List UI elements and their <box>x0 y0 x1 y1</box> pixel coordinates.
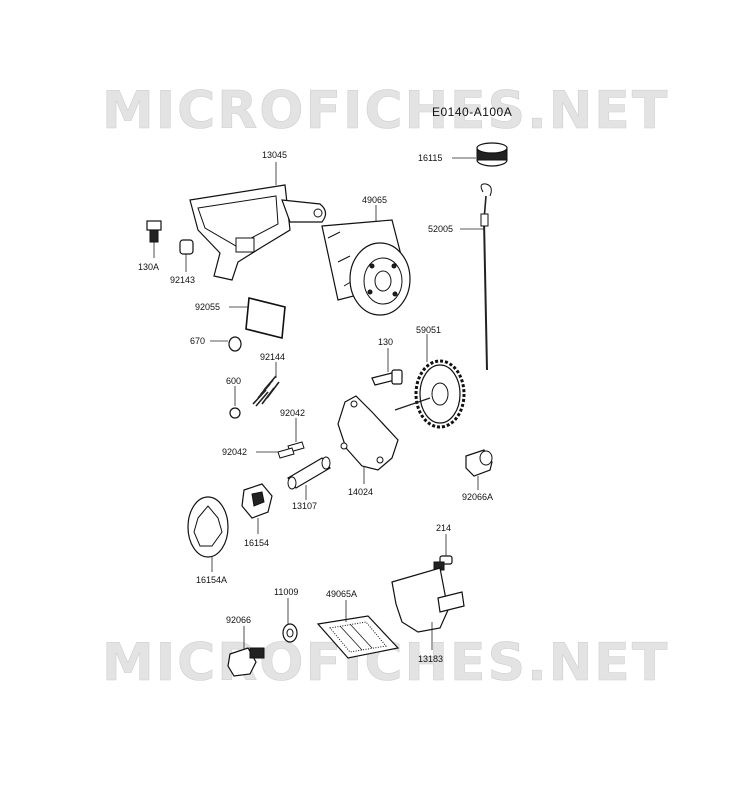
callout-14024: 14024 <box>348 487 373 497</box>
callout-92042-upper: 92042 <box>280 408 305 418</box>
callout-13183: 13183 <box>418 654 443 664</box>
watermark-top: MICROFICHES.NET <box>102 81 669 141</box>
callout-59051: 59051 <box>416 325 441 335</box>
callout-52005: 52005 <box>428 224 453 234</box>
plate-14024 <box>337 395 399 471</box>
oil-filter-49065 <box>321 219 411 316</box>
callout-16154A: 16154A <box>196 575 227 585</box>
callout-49065: 49065 <box>362 195 387 205</box>
plug-92066A <box>465 449 493 477</box>
callout-92055: 92055 <box>195 302 220 312</box>
callout-92042-lower: 92042 <box>222 447 247 457</box>
bolt-130A <box>146 220 162 243</box>
screw-214 <box>433 555 453 571</box>
callout-13107: 13107 <box>292 501 317 511</box>
gear-59051 <box>394 359 466 429</box>
callout-600: 600 <box>226 376 241 386</box>
callout-130: 130 <box>378 337 393 347</box>
collar-92143 <box>179 239 194 255</box>
cap-16115 <box>476 142 508 167</box>
callout-670: 670 <box>190 336 205 346</box>
washer-11009 <box>282 623 298 643</box>
drain-plug-92066 <box>227 647 265 677</box>
shaft-13107 <box>287 456 331 490</box>
gasket-92055 <box>245 296 286 340</box>
plate-13183 <box>391 567 465 633</box>
callout-11009: 11009 <box>274 587 298 597</box>
screen-filter-49065A <box>316 615 400 659</box>
callout-92066A: 92066A <box>462 492 493 502</box>
o-ring-670 <box>228 336 242 352</box>
ball-600 <box>229 407 241 419</box>
outer-rotor-16154A <box>187 496 229 558</box>
callout-16115: 16115 <box>418 153 442 163</box>
bolt-130 <box>371 369 403 386</box>
drawing-code: E0140-A100A <box>432 105 512 119</box>
callout-13045: 13045 <box>262 150 287 160</box>
callout-214: 214 <box>436 523 451 533</box>
callout-49065A: 49065A <box>326 589 357 599</box>
oil-strainer-13045 <box>189 184 327 281</box>
callout-92144: 92144 <box>260 352 285 362</box>
callout-92143: 92143 <box>170 275 195 285</box>
callout-92066: 92066 <box>226 615 251 625</box>
dipstick-52005 <box>480 183 492 371</box>
callout-16154: 16154 <box>244 538 269 548</box>
spring-92144 <box>252 375 280 407</box>
callout-130A: 130A <box>138 262 159 272</box>
pin-92042-lower <box>277 447 295 459</box>
inner-rotor-16154 <box>241 483 273 519</box>
